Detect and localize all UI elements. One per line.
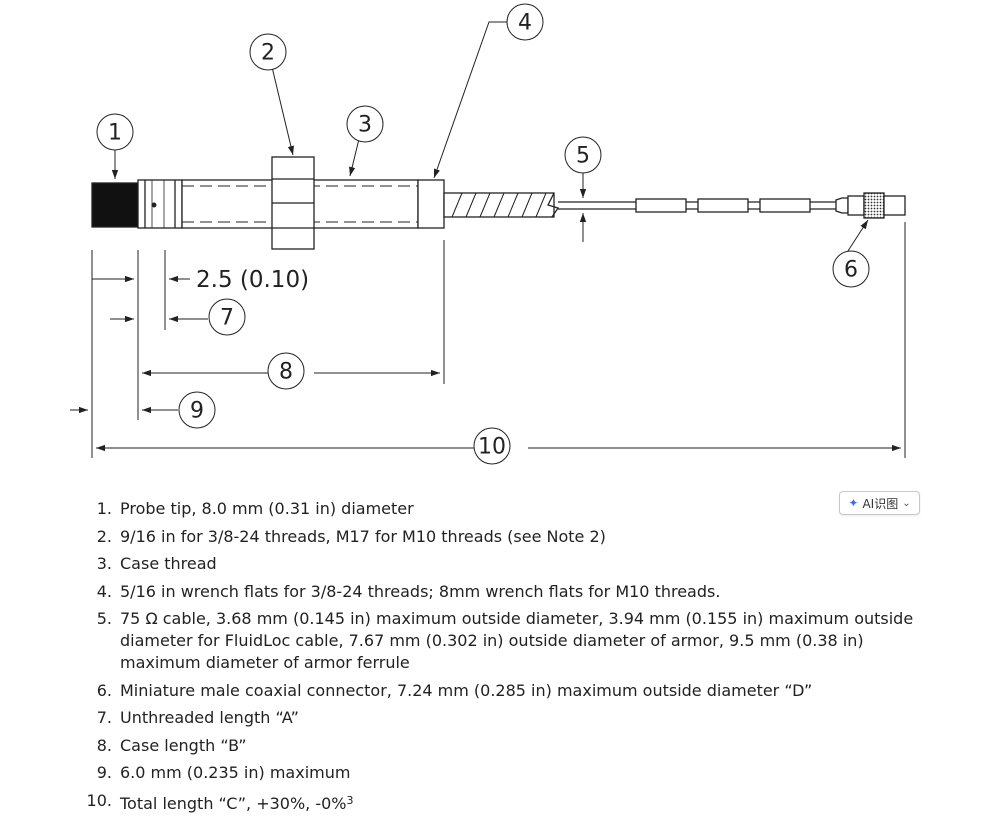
- ai-sparkle-icon: ✦: [848, 496, 859, 510]
- legend-item: 9.6.0 mm (0.235 in) maximum: [96, 763, 351, 782]
- dimension-label: 2.5 (0.10): [196, 267, 309, 293]
- connector-nose: [883, 195, 906, 216]
- note-superscript: 3: [346, 793, 354, 807]
- callout-8: 8: [279, 360, 293, 385]
- connector-knurl: [863, 192, 885, 219]
- cable-sleeve: [635, 198, 687, 213]
- cable-sleeve: [759, 198, 811, 213]
- legend-item: 1.Probe tip, 8.0 mm (0.31 in) diameter: [96, 499, 414, 518]
- callout-7-circle: [208, 298, 246, 336]
- callout-6-circle: [832, 250, 870, 288]
- callout-1-circle: [96, 113, 134, 151]
- dimension-lines: [70, 21, 906, 458]
- callout-5-circle: [564, 136, 602, 174]
- callout-3-circle: [346, 105, 384, 143]
- probe-drawing: 1 2 3 4 5 6 7 8 9 10 2.5 (0.10): [70, 3, 906, 465]
- wrench-flats: [417, 179, 445, 229]
- connector-neck: [835, 197, 849, 214]
- cable-sleeve: [697, 198, 749, 213]
- legend-item: 5.75 Ω cable, 3.68 mm (0.145 in) maximum…: [96, 609, 914, 672]
- callouts: [96, 3, 870, 465]
- callout-1: 1: [108, 121, 122, 146]
- probe-body: [91, 156, 906, 250]
- legend-list: 1.Probe tip, 8.0 mm (0.31 in) diameter 2…: [78, 498, 938, 820]
- callout-10: 10: [478, 435, 506, 460]
- callout-10-circle: [473, 427, 511, 465]
- legend-item: 10.Total length “C”, +30%, -0%3: [86, 790, 354, 813]
- ai-button-label: AI识图: [862, 496, 899, 511]
- callout-6: 6: [844, 258, 858, 283]
- callout-3: 3: [358, 113, 372, 138]
- callout-numbers: 1 2 3 4 5 6 7 8 9 10: [108, 11, 858, 460]
- legend-item: 4.5/16 in wrench flats for 3/8-24 thread…: [96, 581, 721, 601]
- callout-9-circle: [178, 391, 216, 429]
- callout-7: 7: [220, 306, 234, 331]
- ai-recognize-button[interactable]: ✦ AI识图 ⌄: [839, 491, 920, 515]
- callout-8-circle: [267, 352, 305, 390]
- legend-item: 7.Unthreaded length “A”: [96, 708, 299, 727]
- callout-2: 2: [261, 41, 275, 66]
- legend-item: 2.9/16 in for 3/8-24 threads, M17 for M1…: [96, 526, 606, 546]
- probe-tip: [91, 182, 139, 228]
- legend-item: 6.Miniature male coaxial connector, 7.24…: [96, 680, 813, 700]
- callout-4-circle: [506, 3, 544, 41]
- chevron-down-icon: ⌄: [902, 497, 911, 509]
- callout-4: 4: [518, 11, 532, 36]
- callout-2-circle: [249, 33, 287, 71]
- legend-item: 3.Case thread: [96, 554, 217, 573]
- legend-item: 8.Case length “B”: [96, 735, 247, 755]
- callout-5: 5: [576, 144, 590, 169]
- callout-9: 9: [190, 399, 204, 424]
